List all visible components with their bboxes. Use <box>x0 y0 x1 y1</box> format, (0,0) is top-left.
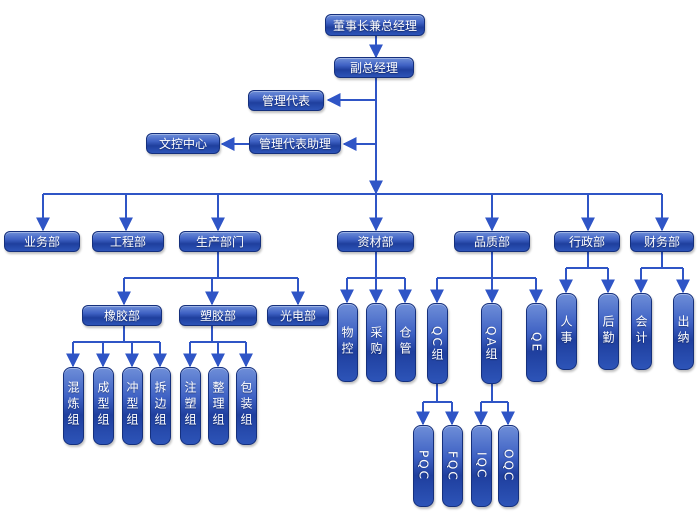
node-mixing: 混炼组 <box>63 367 84 445</box>
node-admin: 行政部 <box>554 231 620 252</box>
node-production: 生产部门 <box>179 231 261 252</box>
node-packing: 包装组 <box>236 367 257 445</box>
node-iqc: IQC <box>471 425 492 507</box>
node-optoelectronic: 光电部 <box>267 305 329 326</box>
node-materials: 资材部 <box>337 231 414 252</box>
node-accounting: 会计 <box>631 293 652 370</box>
node-cashier: 出纳 <box>673 293 694 370</box>
node-quality: 品质部 <box>454 231 530 252</box>
node-doc-control: 文控中心 <box>146 133 220 154</box>
node-trimming: 拆边组 <box>150 367 171 445</box>
node-qa-group: QA组 <box>481 303 502 384</box>
node-purchasing: 采购 <box>366 303 387 382</box>
node-qc-group: QC组 <box>427 303 448 384</box>
node-logistics: 后勤 <box>598 293 619 370</box>
node-oqc: OQC <box>498 425 519 507</box>
node-mgmt-rep-assistant: 管理代表助理 <box>249 133 341 154</box>
node-vice-gm: 副总经理 <box>334 57 414 78</box>
node-qe: QE <box>526 303 547 382</box>
node-fqc: FQC <box>442 425 463 507</box>
node-finishing: 整理组 <box>208 367 229 445</box>
node-molding: 成型组 <box>93 367 114 445</box>
node-personnel: 人事 <box>556 293 577 370</box>
node-chairman: 董事长兼总经理 <box>325 14 425 36</box>
node-mgmt-rep: 管理代表 <box>248 90 324 111</box>
node-injection: 注塑组 <box>180 367 201 445</box>
node-material-control: 物控 <box>337 303 358 382</box>
node-punching: 冲型组 <box>122 367 143 445</box>
node-warehouse: 仓管 <box>395 303 416 382</box>
node-business: 业务部 <box>4 231 80 252</box>
node-plastic: 塑胶部 <box>179 305 257 326</box>
node-engineering: 工程部 <box>92 231 164 252</box>
node-pqc: PQC <box>413 425 434 507</box>
node-finance: 财务部 <box>630 231 694 252</box>
node-rubber: 橡胶部 <box>82 305 162 326</box>
